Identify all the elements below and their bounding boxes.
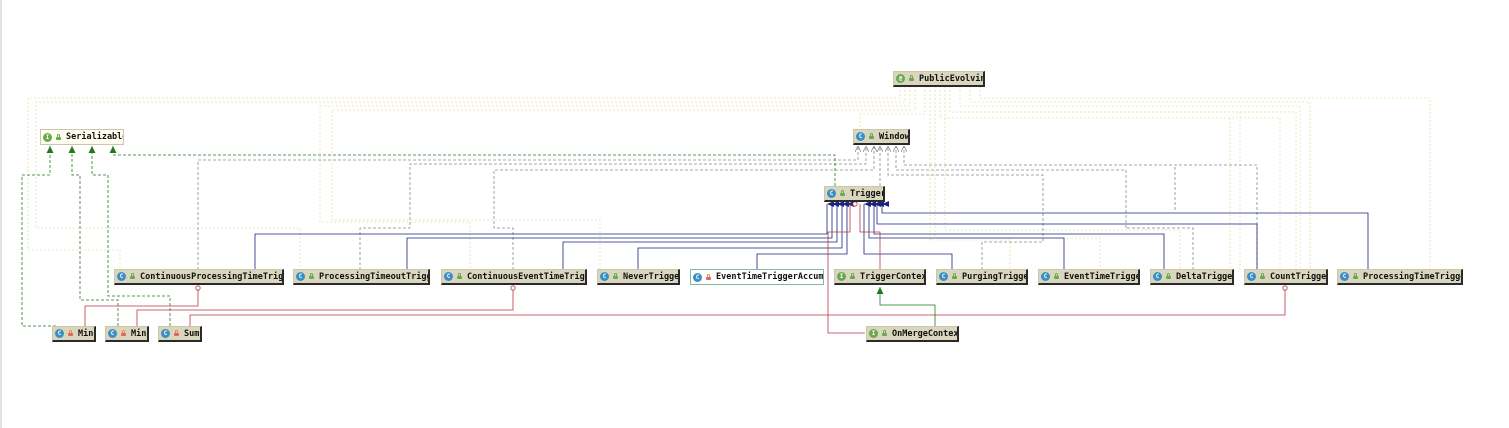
class-icon: C xyxy=(117,272,126,281)
serializable-interface-node[interactable]: I Serializable xyxy=(40,129,124,145)
serializable-implements-edges xyxy=(21,146,836,327)
window-class-node[interactable]: C Window xyxy=(853,129,910,145)
node-label: EventTimeTrigge xyxy=(1064,271,1138,282)
public-visibility-icon xyxy=(1259,273,1266,280)
public-visibility-icon xyxy=(849,273,856,280)
private-visibility-icon xyxy=(67,330,74,337)
trigger-class-node[interactable]: C Trigger xyxy=(824,186,885,202)
public-visibility-icon xyxy=(839,190,846,197)
trigger-context-interface-node[interactable]: I TriggerContex xyxy=(834,269,926,285)
node-label: Serializable xyxy=(66,132,123,142)
publicevolving-annotation-node[interactable]: @ PublicEvolvin xyxy=(893,71,985,87)
class-icon: C xyxy=(939,272,948,281)
private-visibility-icon xyxy=(120,330,127,337)
class-icon: C xyxy=(444,272,453,281)
annotation-icon: @ xyxy=(896,74,905,83)
public-visibility-icon xyxy=(908,75,915,82)
node-label: Min xyxy=(78,328,94,339)
class-icon: C xyxy=(600,272,609,281)
node-label: TriggerContex xyxy=(860,271,924,282)
event-time-trigger-node[interactable]: C EventTimeTrigge xyxy=(1038,269,1140,285)
purging-trigger-node[interactable]: C PurgingTrigge xyxy=(936,269,1028,285)
sum-class-node[interactable]: C Sum xyxy=(158,326,202,342)
public-visibility-icon xyxy=(612,273,619,280)
class-icon: C xyxy=(693,272,702,282)
event-time-trigger-accum-node[interactable]: C EventTimeTriggerAccumC xyxy=(690,269,824,285)
node-label: CountTrigge xyxy=(1270,271,1326,282)
node-label: ContinuousProcessingTimeTrigg xyxy=(140,271,282,282)
node-label: PurgingTrigge xyxy=(962,271,1026,282)
public-visibility-icon xyxy=(1165,273,1172,280)
on-merge-context-interface-node[interactable]: I OnMergeContex xyxy=(866,326,959,342)
node-label: PublicEvolvin xyxy=(919,73,983,84)
public-visibility-icon xyxy=(881,330,888,337)
class-icon: C xyxy=(161,329,170,338)
never-trigger-node[interactable]: C NeverTrigge xyxy=(597,269,680,285)
class-icon: C xyxy=(856,132,865,141)
private-visibility-icon xyxy=(173,330,180,337)
node-label: Trigger xyxy=(850,188,883,199)
node-label: ContinuousEventTimeTrigg xyxy=(467,271,585,282)
public-visibility-icon xyxy=(951,273,958,280)
class-icon: C xyxy=(1340,272,1349,281)
class-icon: C xyxy=(1041,272,1050,281)
public-visibility-icon xyxy=(456,273,463,280)
trigger-extends-edges xyxy=(254,201,1369,270)
min-class-node-1[interactable]: C Min xyxy=(52,326,96,342)
node-label: ProcessingTimeoutTrigg xyxy=(319,271,428,282)
node-label: OnMergeContex xyxy=(892,328,957,339)
node-label: DeltaTrigge xyxy=(1176,271,1232,282)
class-icon: C xyxy=(55,329,64,338)
continuous-processing-time-trigger-node[interactable]: C ContinuousProcessingTimeTrigg xyxy=(114,269,284,285)
private-visibility-icon xyxy=(705,273,712,281)
node-label: ProcessingTimeTrigge xyxy=(1363,271,1461,282)
node-label: Min xyxy=(131,328,147,339)
public-visibility-icon xyxy=(1352,273,1359,280)
public-visibility-icon xyxy=(55,133,62,141)
interface-icon: I xyxy=(837,272,846,281)
inner-class-edges xyxy=(84,201,1288,334)
class-icon: C xyxy=(108,329,117,338)
node-label: Sum xyxy=(184,328,200,339)
public-visibility-icon xyxy=(868,133,875,140)
public-visibility-icon xyxy=(308,273,315,280)
annotation-edges xyxy=(27,86,1431,270)
class-icon: C xyxy=(1247,272,1256,281)
node-label: EventTimeTriggerAccumC xyxy=(716,272,823,282)
onmerge-extends-edge xyxy=(876,287,936,326)
class-icon: C xyxy=(827,189,836,198)
public-visibility-icon xyxy=(129,273,136,280)
processing-time-trigger-node[interactable]: C ProcessingTimeTrigge xyxy=(1337,269,1463,285)
public-visibility-icon xyxy=(1053,273,1060,280)
count-trigger-node[interactable]: C CountTrigge xyxy=(1244,269,1328,285)
processing-timeout-trigger-node[interactable]: C ProcessingTimeoutTrigg xyxy=(293,269,430,285)
window-dependency-edges xyxy=(197,146,1258,270)
min-class-node-2[interactable]: C Min xyxy=(105,326,149,342)
continuous-event-time-trigger-node[interactable]: C ContinuousEventTimeTrigg xyxy=(441,269,587,285)
node-label: Window xyxy=(879,131,908,142)
interface-icon: I xyxy=(43,132,52,142)
node-label: NeverTrigge xyxy=(623,271,678,282)
delta-trigger-node[interactable]: C DeltaTrigge xyxy=(1150,269,1234,285)
interface-icon: I xyxy=(869,329,878,338)
class-icon: C xyxy=(1153,272,1162,281)
canvas-left-border xyxy=(0,0,2,428)
class-icon: C xyxy=(296,272,305,281)
